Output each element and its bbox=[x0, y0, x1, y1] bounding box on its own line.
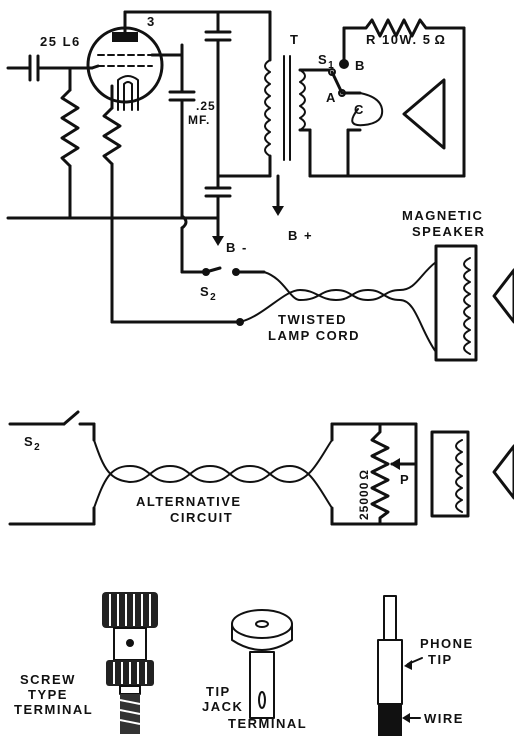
terminal-a-label: A bbox=[326, 90, 337, 105]
terminal-c-label: C bbox=[354, 102, 365, 117]
capacitor-unit-label: MF. bbox=[188, 113, 210, 127]
wire-label: WIRE bbox=[424, 711, 464, 726]
phone-tip bbox=[377, 595, 423, 736]
b-plus-label: B + bbox=[288, 228, 313, 243]
screw-label-line3: TERMINAL bbox=[14, 702, 93, 717]
screw-label-line2: TYPE bbox=[28, 687, 68, 702]
jack-label-line3: TERMINAL bbox=[228, 716, 307, 731]
terminal-drawings: SCREW TYPE TERMINAL TIP JACK TERMINAL PH… bbox=[14, 592, 474, 736]
cathode-resistor bbox=[102, 84, 242, 324]
capacitor-value-label: .25 bbox=[196, 99, 216, 113]
switch-s2-label: S2 bbox=[200, 284, 217, 303]
cord-label-line2: LAMP CORD bbox=[268, 328, 360, 343]
alt-switch-label: S2 bbox=[24, 434, 41, 453]
dynamic-speaker bbox=[340, 78, 446, 178]
pot-p-label: P bbox=[400, 472, 410, 487]
jack-label-line1: TIP bbox=[206, 684, 231, 699]
speaker-label-line2: SPEAKER bbox=[412, 224, 485, 239]
output-transformer bbox=[216, 10, 422, 216]
phone-label-line2: TIP bbox=[428, 652, 453, 667]
lower-capacitor bbox=[204, 186, 232, 246]
top-capacitor bbox=[204, 10, 232, 190]
screw-terminal bbox=[102, 592, 158, 734]
magnetic-speaker bbox=[434, 244, 514, 362]
pot-value-label: 25000Ω bbox=[357, 469, 371, 520]
b-minus-label: B - bbox=[226, 240, 248, 255]
speaker-label-line1: MAGNETIC bbox=[402, 208, 483, 223]
terminal-b-label: B bbox=[355, 58, 366, 73]
phone-label-line1: PHONE bbox=[420, 636, 474, 651]
main-schematic: 25 L6 3 .25 MF. T S1 A B C R 10W. 5Ω B -… bbox=[6, 10, 514, 362]
alt-caption-line1: ALTERNATIVE bbox=[136, 494, 242, 509]
tube-label: 25 L6 bbox=[40, 34, 81, 49]
alt-caption-line2: CIRCUIT bbox=[170, 510, 233, 525]
grid-resistor bbox=[60, 66, 80, 220]
cord-label-line1: TWISTED bbox=[278, 312, 347, 327]
vacuum-tube-25l6 bbox=[86, 10, 184, 111]
alternative-circuit: S2 ALTERNATIVE CIRCUIT 25000Ω P bbox=[8, 410, 514, 526]
jack-label-line2: JACK bbox=[202, 699, 243, 714]
bypass-capacitor bbox=[168, 43, 208, 274]
tip-jack-terminal bbox=[231, 609, 293, 719]
twisted-lamp-cord bbox=[239, 261, 437, 353]
switch-s1-label: S1 bbox=[318, 52, 335, 71]
transformer-label: T bbox=[290, 32, 299, 47]
input-capacitor bbox=[6, 54, 94, 82]
screw-label-line1: SCREW bbox=[20, 672, 76, 687]
tube-pin-label: 3 bbox=[147, 14, 156, 29]
